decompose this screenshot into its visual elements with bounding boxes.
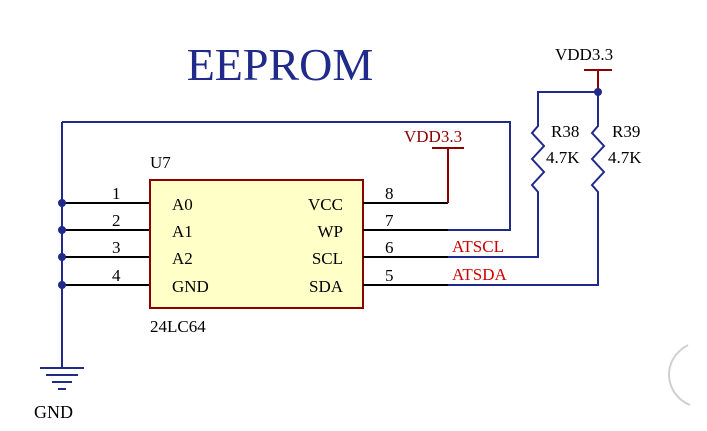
pin-num-6: 6: [385, 238, 394, 257]
resistor-r38: [530, 120, 546, 198]
pin-name-a1: A1: [172, 222, 193, 241]
vdd-chip-label: VDD3.3: [404, 127, 462, 146]
resistor-r39: [590, 120, 606, 198]
junction-dot: [58, 226, 66, 234]
pin-name-vcc: VCC: [308, 195, 343, 214]
i2c-wires: [448, 198, 599, 286]
pin-num-3: 3: [112, 238, 121, 257]
resistor-r38-value: 4.7K: [546, 148, 580, 167]
pin-name-a0: A0: [172, 195, 193, 214]
right-pin-stubs: [363, 202, 448, 286]
schematic-title: EEPROM: [187, 39, 374, 90]
ground-symbol-icon: [40, 367, 84, 390]
vdd-chip-wire: [432, 147, 464, 203]
pin-name-scl: SCL: [312, 249, 343, 268]
pullup-rail: [537, 69, 612, 120]
pin-num-2: 2: [112, 211, 121, 230]
decorative-arc: [668, 344, 691, 406]
junction-dot: [58, 199, 66, 207]
junction-dot: [58, 281, 66, 289]
resistor-r39-ref: R39: [612, 122, 640, 141]
gnd-bus-junctions: [58, 199, 66, 289]
net-label-sda: ATSDA: [452, 265, 508, 284]
chip-body: [149, 179, 364, 309]
junction-dot: [594, 88, 602, 96]
pin-name-sda: SDA: [309, 277, 344, 296]
pin-num-4: 4: [112, 266, 121, 285]
pin-num-1: 1: [112, 184, 121, 203]
vdd-pullup-label: VDD3.3: [555, 45, 613, 64]
pin-num-8: 8: [385, 184, 394, 203]
chip-ref: U7: [150, 153, 171, 172]
pin-name-gnd: GND: [172, 277, 209, 296]
chip-part: 24LC64: [150, 317, 206, 336]
junction-dot: [58, 253, 66, 261]
gnd-label: GND: [34, 402, 73, 422]
resistor-r39-value: 4.7K: [608, 148, 642, 167]
resistor-r38-ref: R38: [551, 122, 579, 141]
pin-num-5: 5: [385, 266, 394, 285]
pin-name-a2: A2: [172, 249, 193, 268]
net-label-scl: ATSCL: [452, 237, 504, 256]
pin-num-7: 7: [385, 211, 394, 230]
pin-name-wp: WP: [318, 222, 344, 241]
